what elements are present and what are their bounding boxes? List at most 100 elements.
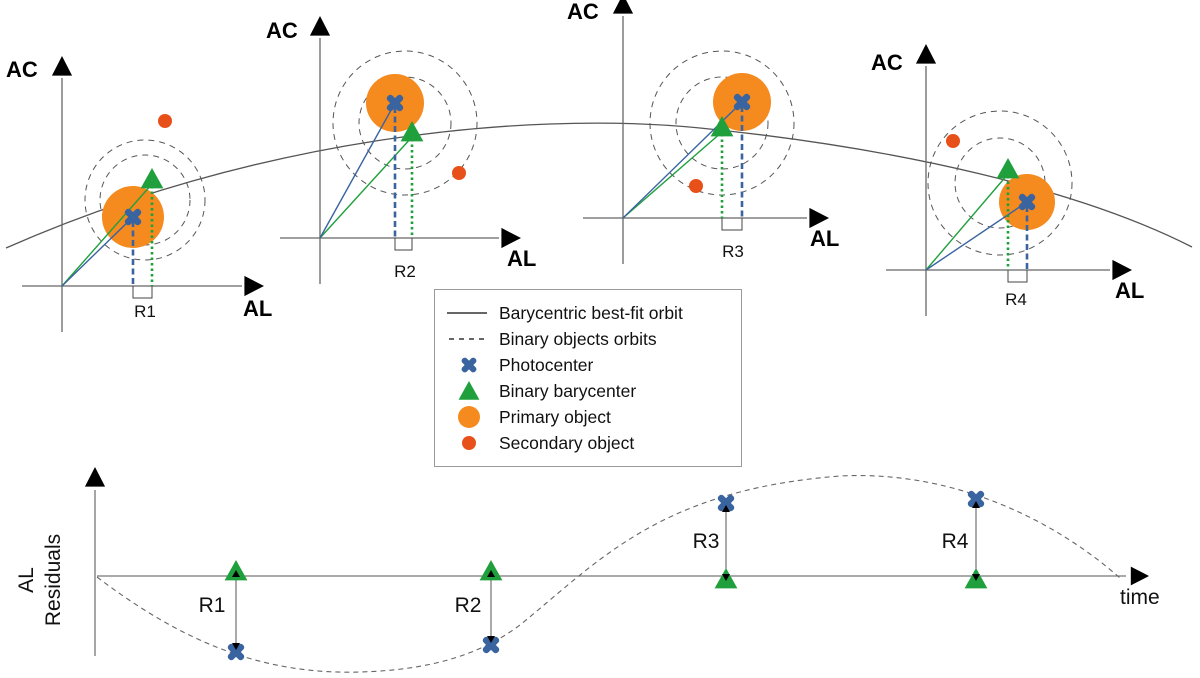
cross-icon [435, 352, 499, 378]
secondary-object [689, 179, 703, 193]
barycenter-vector [61, 183, 153, 287]
legend-label: Binary barycenter [499, 380, 637, 401]
photocenter-cross-icon [717, 494, 735, 512]
al-axis-arrow-icon [809, 207, 829, 229]
al-axis-label: AL [243, 296, 272, 321]
binary-orbit-inner [675, 76, 769, 170]
residual-label: R2 [394, 262, 416, 281]
residual-arrowtail-icon [722, 574, 730, 581]
ac-axis-label: AC [266, 18, 298, 43]
residual-label: R1 [134, 302, 156, 321]
legend-label: Photocenter [499, 354, 594, 375]
residual-label: R3 [722, 242, 744, 261]
secondary-object [946, 134, 960, 148]
barycenter-triangle-icon [710, 116, 734, 137]
binary-orbit-outer [332, 50, 478, 196]
legend-label: Secondary object [499, 432, 635, 453]
residual-arrowhead-icon [972, 501, 980, 508]
residual-arrowhead-icon [232, 643, 240, 650]
small-circle-icon [435, 430, 499, 456]
residual-bracket [132, 286, 153, 299]
large-circle-icon [435, 404, 499, 430]
photocenter-vector [622, 101, 743, 219]
residual-point-label: R2 [455, 594, 482, 617]
barycenter-triangle-icon [400, 121, 424, 142]
legend-item-large-circle: Primary object [435, 404, 611, 430]
residual-point-label: R1 [199, 594, 226, 617]
photocenter-cross-icon [227, 643, 245, 661]
photocenter-cross-icon [1018, 193, 1036, 211]
astrometry-panel-1: AC AL R1 [6, 56, 272, 332]
secondary-object [158, 114, 172, 128]
dashed-line-icon [435, 326, 499, 352]
residual-bracket [1007, 270, 1028, 283]
ac-axis-arrow-icon [612, 0, 634, 14]
ac-axis-label: AC [6, 57, 38, 82]
legend-cross [461, 357, 477, 373]
al-axis-label: AL [810, 226, 839, 251]
ac-axis-arrow-icon [309, 16, 331, 36]
barycenter-vector [319, 136, 413, 239]
residual-point-label: R3 [693, 530, 720, 553]
astrometry-panel-2: AC AL R2 [266, 16, 536, 284]
residual-y-label: Residuals [42, 534, 65, 626]
photocenter-cross-icon [967, 490, 985, 508]
photocenter-cross-icon [124, 208, 142, 226]
residual-label: R4 [1005, 290, 1027, 309]
legend-label: Primary object [499, 406, 611, 427]
al-axis-label: AL [507, 246, 536, 271]
residual-arrowtail-icon [972, 574, 980, 581]
legend-item-cross: Photocenter [435, 352, 593, 378]
ac-axis-label: AC [567, 0, 599, 24]
legend-item-triangle: Binary barycenter [435, 378, 636, 404]
legend-item-dashed-line: Binary objects orbits [435, 326, 657, 352]
ac-axis-label: AC [871, 50, 903, 75]
residual-point-4: R4 [942, 490, 988, 589]
al-axis-label: AL [1115, 278, 1144, 303]
binary-orbit-outer [84, 139, 206, 261]
ac-axis-arrow-icon [915, 44, 937, 64]
barycenter-triangle-icon [140, 168, 164, 189]
photocenter-vector [319, 102, 396, 239]
photocenter-vector [61, 216, 134, 287]
legend-label: Barycentric best-fit orbit [499, 302, 683, 323]
residual-y-label-al: AL [15, 567, 38, 593]
binary-orbit-inner [358, 76, 452, 170]
photocenter-cross-icon [482, 636, 500, 654]
photocenter-cross-icon [733, 93, 751, 111]
time-axis-arrow-icon [1130, 566, 1149, 586]
residual-bracket [721, 218, 743, 231]
binary-residual-curve [96, 475, 1121, 673]
solid-line-icon [435, 300, 499, 326]
residual-point-1: R1 [199, 560, 248, 661]
al-axis-arrow-icon [244, 275, 264, 297]
al-axis-arrow-icon [501, 227, 521, 249]
residual-bracket [394, 238, 413, 251]
legend-triangle [458, 381, 480, 400]
ac-axis-arrow-icon [51, 56, 73, 76]
residual-arrowtail-icon [487, 570, 495, 577]
residual-y-arrow-icon [84, 467, 106, 487]
astrometry-panel-3: AC AL R3 [567, 0, 839, 264]
barycenter-vector [622, 131, 723, 219]
astrometry-panel-4: AC AL R4 [871, 44, 1144, 316]
secondary-object [452, 166, 466, 180]
photocenter-cross-icon [386, 94, 404, 112]
residual-point-label: R4 [942, 530, 969, 553]
residual-arrowhead-icon [722, 505, 730, 512]
legend-item-solid-line: Barycentric best-fit orbit [435, 300, 683, 326]
triangle-icon [435, 378, 499, 404]
residual-arrowhead-icon [487, 636, 495, 643]
residual-point-2: R2 [455, 560, 503, 654]
barycenter-vector [925, 173, 1009, 271]
photocenter-vector [925, 201, 1028, 271]
barycenter-triangle-icon [996, 158, 1020, 179]
al-axis-arrow-icon [1112, 259, 1132, 281]
residual-arrowtail-icon [232, 570, 240, 577]
residual-point-3: R3 [693, 494, 738, 589]
legend-item-small-circle: Secondary object [435, 430, 634, 456]
binary-orbit-outer [927, 110, 1073, 256]
